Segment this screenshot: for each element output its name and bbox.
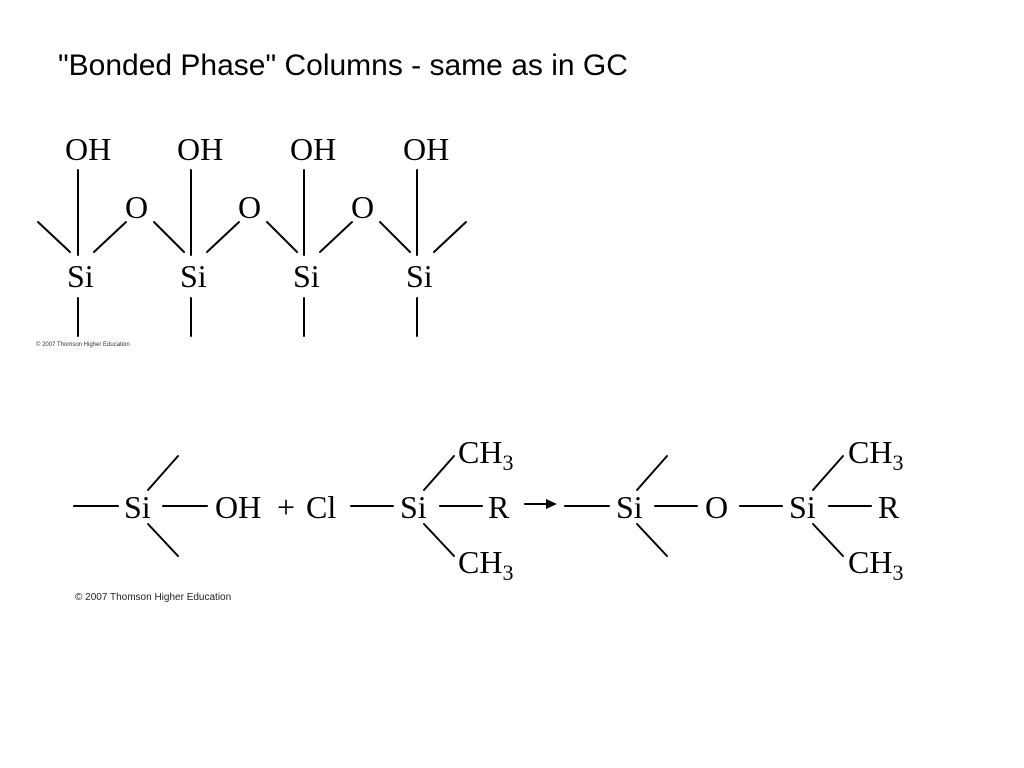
plus-sign: + [277,489,295,525]
silicon-label: Si [67,258,94,294]
silicon-label: Si [400,489,427,525]
oxygen-label: O [705,489,728,525]
copyright-credit: © 2007 Thomson Higher Education [36,341,130,348]
bond-line [379,221,411,253]
silicon-label: Si [406,258,433,294]
methyl-label: CH3 [848,434,903,475]
r-group-label: R [488,489,510,525]
silica-surface-structure: OH OH OH OH O O O Si Si Si Si © 2007 Th [36,131,467,348]
bond-line [423,455,455,491]
bond-line [147,523,179,557]
hydroxyl-label: OH [215,489,261,525]
bond-line [93,221,127,253]
bond-line [636,455,668,491]
bond-line [37,221,71,253]
oxygen-bridge-label: O [351,189,374,225]
oxygen-bridge-label: O [125,189,148,225]
bond-line [636,523,668,557]
r-group-label: R [878,489,900,525]
methyl-label: CH3 [458,434,513,475]
copyright-credit: © 2007 Thomson Higher Education [75,592,231,603]
bond-line [812,455,844,491]
hydroxyl-label: OH [65,131,111,167]
bond-line [433,221,467,253]
silanization-reaction: Si OH + Cl Si CH3 CH3 R Si O Si CH3 CH3 … [73,434,903,603]
bond-line [812,523,844,557]
silicon-label: Si [124,489,151,525]
chlorine-label: Cl [306,489,336,525]
bond-line [423,523,455,557]
silicon-label: Si [180,258,207,294]
bond-line [319,221,353,253]
reaction-arrow-head [546,499,557,509]
methyl-label: CH3 [848,544,903,585]
hydroxyl-label: OH [290,131,336,167]
hydroxyl-label: OH [177,131,223,167]
silicon-label: Si [789,489,816,525]
bond-line [266,221,298,253]
silicon-label: Si [616,489,643,525]
oxygen-bridge-label: O [238,189,261,225]
bond-line [206,221,240,253]
hydroxyl-label: OH [403,131,449,167]
silicon-label: Si [293,258,320,294]
bond-line [147,455,179,491]
methyl-label: CH3 [458,544,513,585]
slide-title: "Bonded Phase" Columns - same as in GC [58,49,628,82]
bond-line [153,221,185,253]
